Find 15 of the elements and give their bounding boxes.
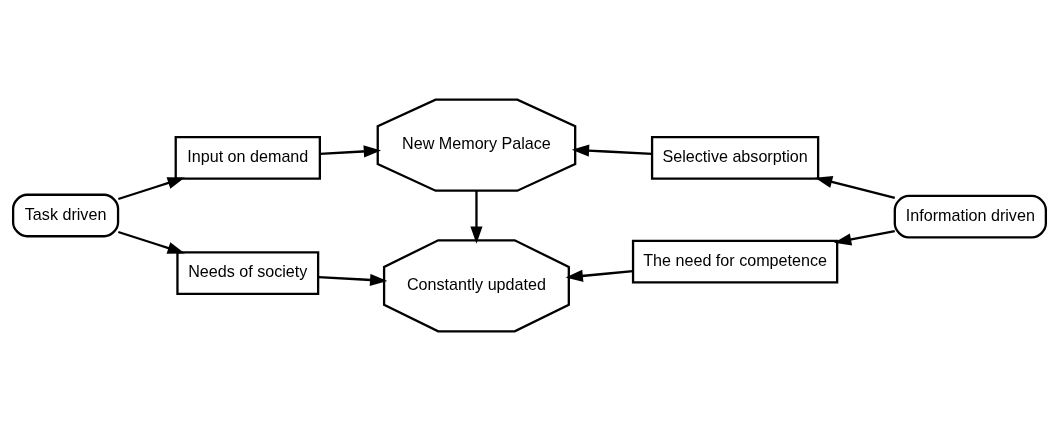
arrow — [470, 190, 483, 244]
node-box: Task driven — [11, 193, 120, 237]
node-box: Input on demand — [174, 135, 321, 180]
arrow — [571, 144, 653, 157]
node-box: Selective absorption — [650, 135, 820, 180]
node-box: Information driven — [893, 194, 1048, 239]
arrow — [318, 273, 388, 286]
node-box: The need for competence — [631, 239, 839, 284]
arrow — [833, 229, 895, 245]
arrow — [117, 176, 185, 200]
arrow — [815, 175, 896, 199]
arrow — [565, 269, 634, 282]
node-box: Needs of society — [176, 250, 320, 295]
arrow — [319, 144, 382, 157]
arrow — [117, 230, 185, 254]
